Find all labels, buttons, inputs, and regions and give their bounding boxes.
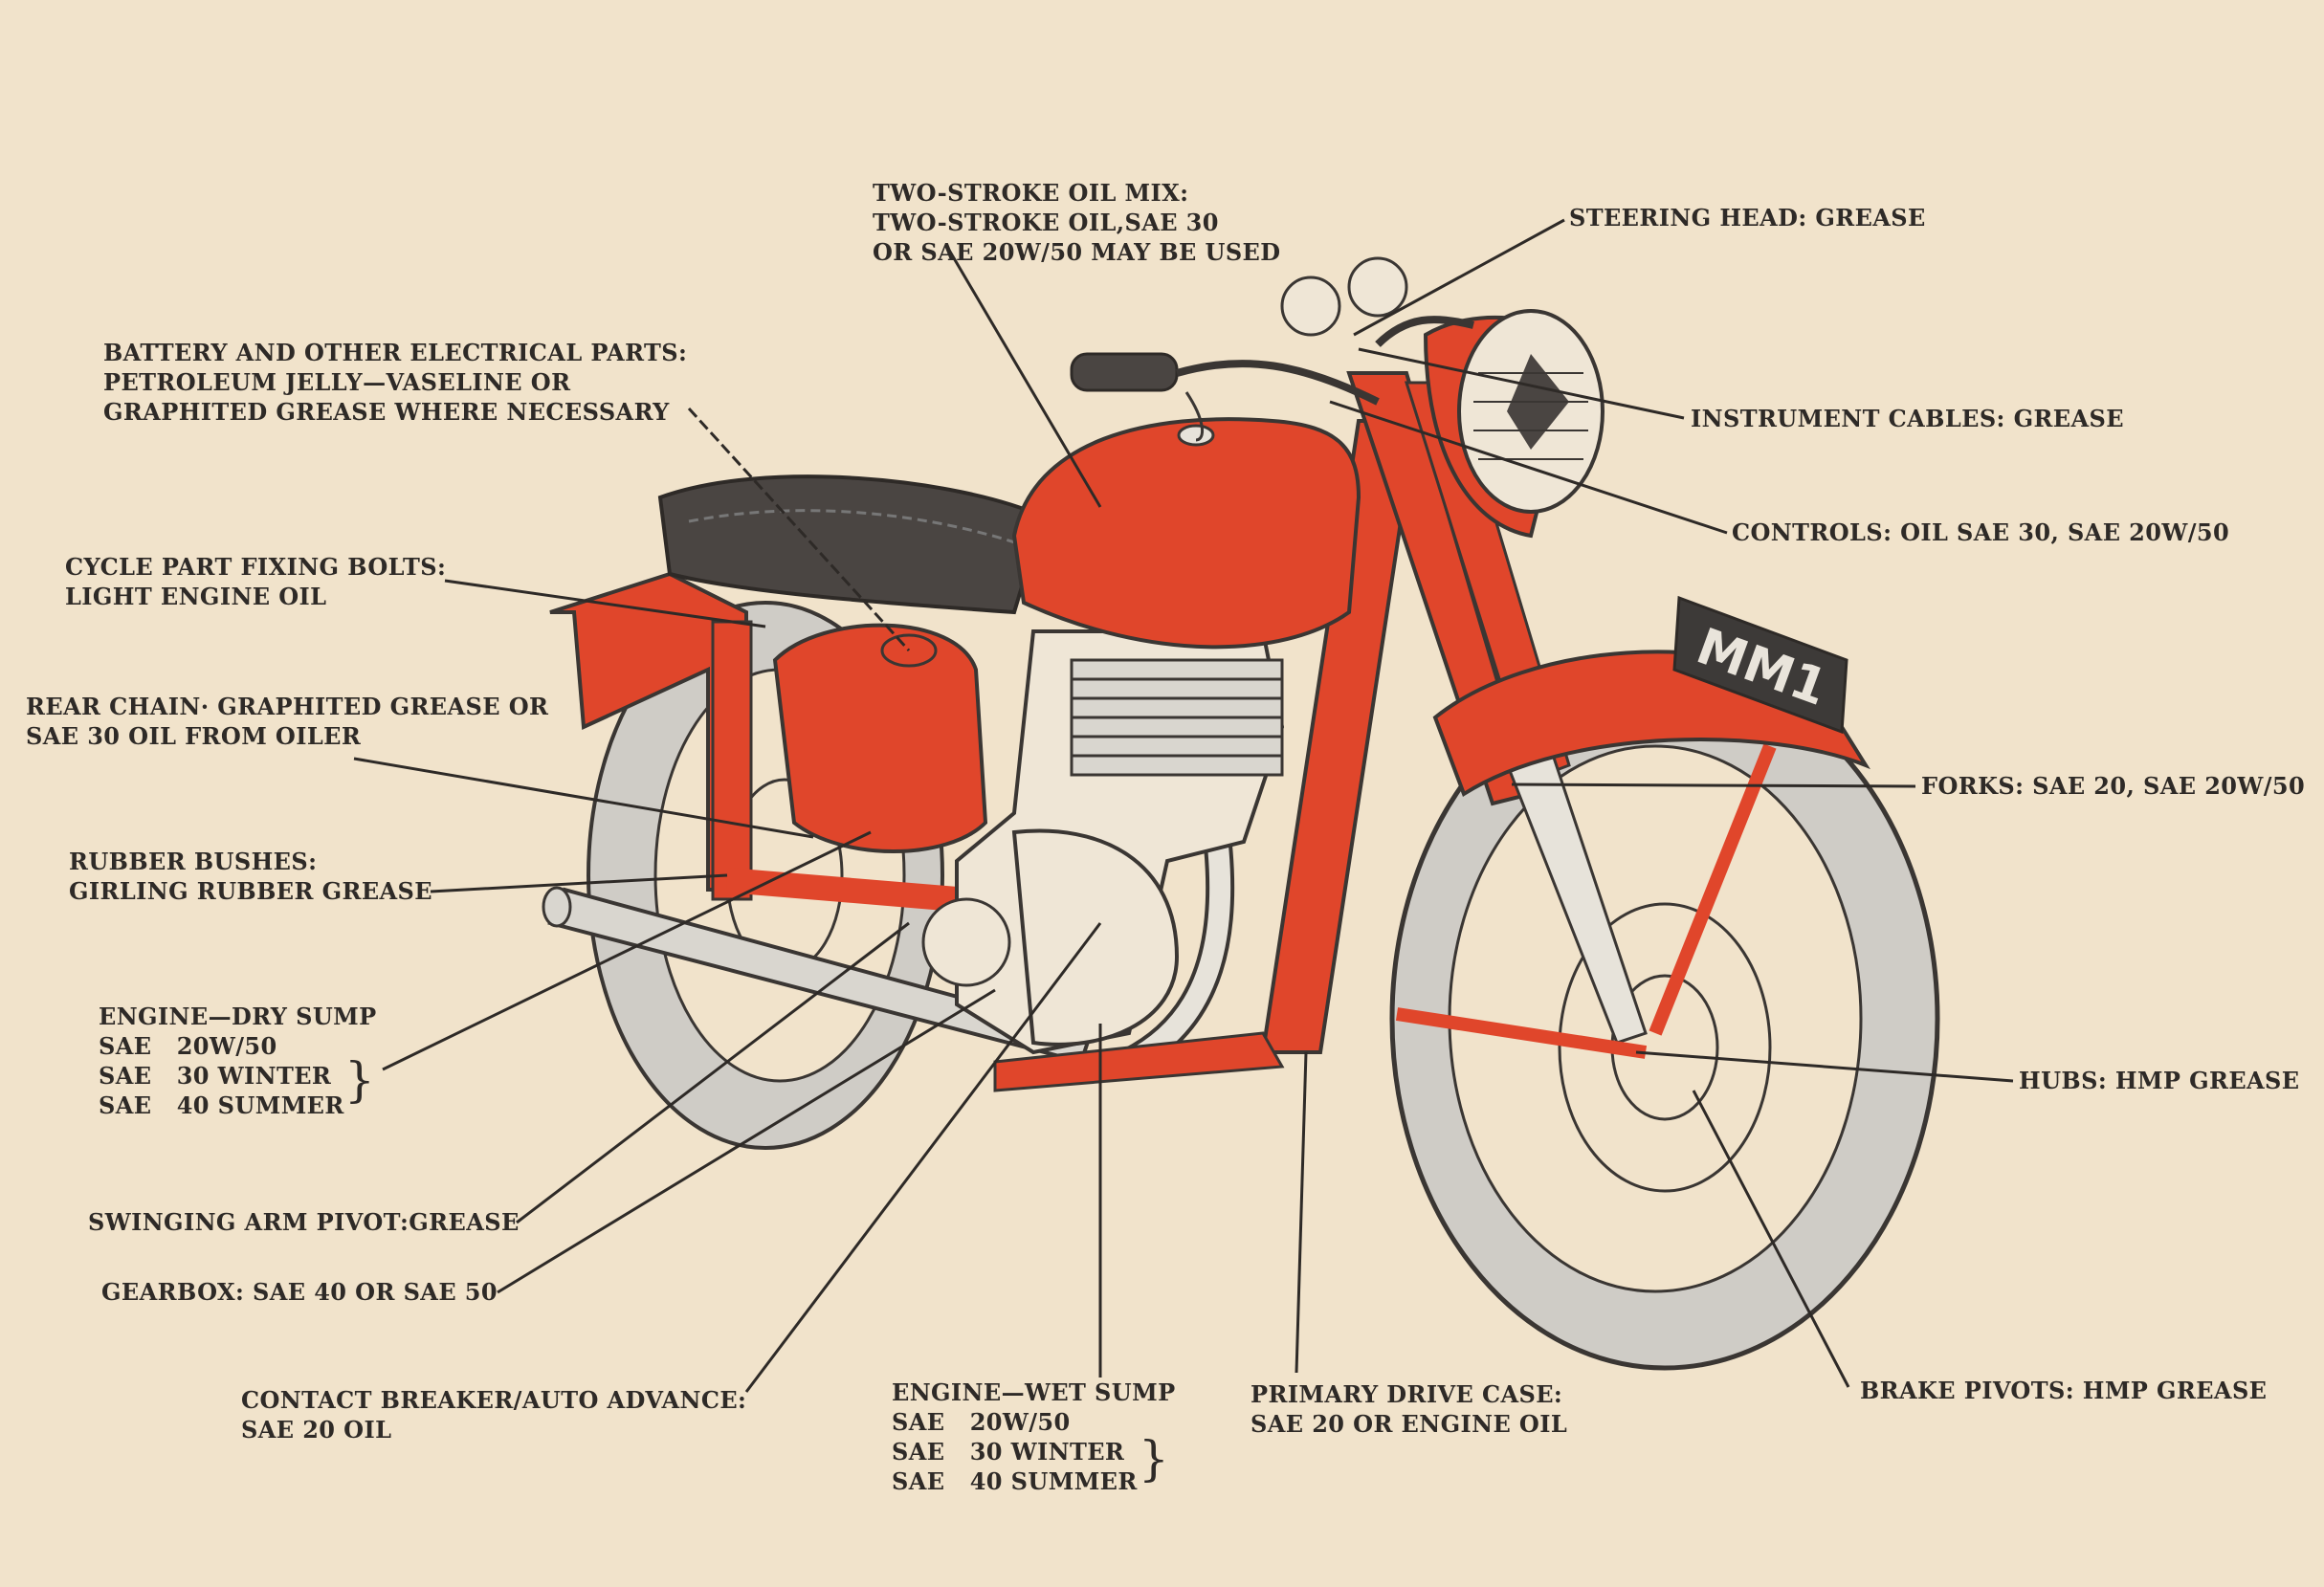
label-rubber-bushes: RUBBER BUSHES: GIRLING RUBBER GREASE <box>69 847 432 906</box>
label-line: RUBBER BUSHES: <box>69 848 318 875</box>
label-line: BRAKE PIVOTS: HMP GREASE <box>1860 1377 2268 1404</box>
label-line: HUBS: HMP GREASE <box>2019 1067 2300 1094</box>
label-swinging-arm-pivot: SWINGING ARM PIVOT:GREASE <box>88 1207 520 1237</box>
label-forks: FORKS: SAE 20, SAE 20W/50 <box>1921 771 2305 801</box>
label-line: SAE 20 OIL <box>241 1416 392 1444</box>
label-brake-pivots: BRAKE PIVOTS: HMP GREASE <box>1860 1376 2267 1405</box>
label-line: SAE 30 OIL FROM OILER <box>26 722 362 750</box>
oil-tank <box>772 623 988 853</box>
label-line: GRAPHITED GREASE WHERE NECESSARY <box>103 398 670 426</box>
label-line: LIGHT ENGINE OIL <box>65 583 327 610</box>
label-line: SAE 30 WINTER <box>892 1438 1125 1466</box>
label-line: ENGINE—DRY SUMP <box>99 1003 377 1030</box>
handlebars <box>1070 256 1474 442</box>
label-line: GIRLING RUBBER GREASE <box>69 877 432 905</box>
number-plate: MM1 <box>1672 595 1848 735</box>
label-line: INSTRUMENT CABLES: GREASE <box>1691 405 2124 432</box>
label-line: OR SAE 20W/50 MAY BE USED <box>873 238 1281 266</box>
label-line: FORKS: SAE 20, SAE 20W/50 <box>1921 772 2306 800</box>
brace-wet-sump: } <box>1139 1431 1169 1487</box>
label-line: CONTACT BREAKER/AUTO ADVANCE: <box>241 1386 747 1414</box>
label-instrument-cables: INSTRUMENT CABLES: GREASE <box>1691 404 2124 433</box>
label-engine-dry-sump: ENGINE—DRY SUMP SAE 20W/50 SAE 30 WINTER… <box>99 1002 377 1120</box>
label-battery-electrical: BATTERY AND OTHER ELECTRICAL PARTS: PETR… <box>103 338 687 427</box>
label-line: PETROLEUM JELLY—VASELINE OR <box>103 368 571 396</box>
engine <box>921 629 1285 1055</box>
label-line: SAE 40 SUMMER <box>892 1467 1138 1495</box>
label-line: SAE 20 OR ENGINE OIL <box>1251 1410 1568 1438</box>
seat <box>657 474 1046 615</box>
label-line: SAE 20W/50 <box>892 1408 1071 1436</box>
label-line: SWINGING ARM PIVOT:GREASE <box>88 1208 520 1236</box>
label-rear-chain: REAR CHAIN· GRAPHITED GREASE OR SAE 30 O… <box>26 692 548 751</box>
brace-dry-sump: } <box>344 1052 375 1108</box>
label-line: TWO-STROKE OIL MIX: <box>873 179 1189 207</box>
headlamp <box>1423 309 1605 539</box>
label-line: SAE 30 WINTER <box>99 1062 332 1090</box>
label-gearbox: GEARBOX: SAE 40 OR SAE 50 <box>101 1277 498 1307</box>
label-line: BATTERY AND OTHER ELECTRICAL PARTS: <box>103 339 688 366</box>
label-line: GEARBOX: SAE 40 OR SAE 50 <box>101 1278 498 1306</box>
label-steering-head: STEERING HEAD: GREASE <box>1569 203 1926 232</box>
label-line: STEERING HEAD: GREASE <box>1569 204 1926 231</box>
label-two-stroke-oil-mix: TWO-STROKE OIL MIX: TWO-STROKE OIL,SAE 3… <box>873 178 1280 267</box>
label-line: PRIMARY DRIVE CASE: <box>1251 1380 1563 1408</box>
label-hubs: HUBS: HMP GREASE <box>2019 1066 2299 1095</box>
label-primary-drive-case: PRIMARY DRIVE CASE: SAE 20 OR ENGINE OIL <box>1251 1379 1567 1439</box>
label-line: TWO-STROKE OIL,SAE 30 <box>873 209 1219 236</box>
label-line: ENGINE—WET SUMP <box>892 1378 1176 1406</box>
label-contact-breaker: CONTACT BREAKER/AUTO ADVANCE: SAE 20 OIL <box>241 1385 746 1444</box>
leader-lines <box>353 218 2014 1393</box>
fuel-tank <box>1011 417 1361 650</box>
label-line: SAE 40 SUMMER <box>99 1091 344 1119</box>
label-engine-wet-sump: ENGINE—WET SUMP SAE 20W/50 SAE 30 WINTER… <box>892 1378 1176 1496</box>
label-controls: CONTROLS: OIL SAE 30, SAE 20W/50 <box>1732 518 2229 547</box>
label-line: CYCLE PART FIXING BOLTS: <box>65 553 447 581</box>
label-cycle-part-fixing-bolts: CYCLE PART FIXING BOLTS: LIGHT ENGINE OI… <box>65 552 446 611</box>
label-line: REAR CHAIN· GRAPHITED GREASE OR <box>26 693 549 720</box>
label-line: CONTROLS: OIL SAE 30, SAE 20W/50 <box>1732 518 2230 546</box>
label-line: SAE 20W/50 <box>99 1032 277 1060</box>
